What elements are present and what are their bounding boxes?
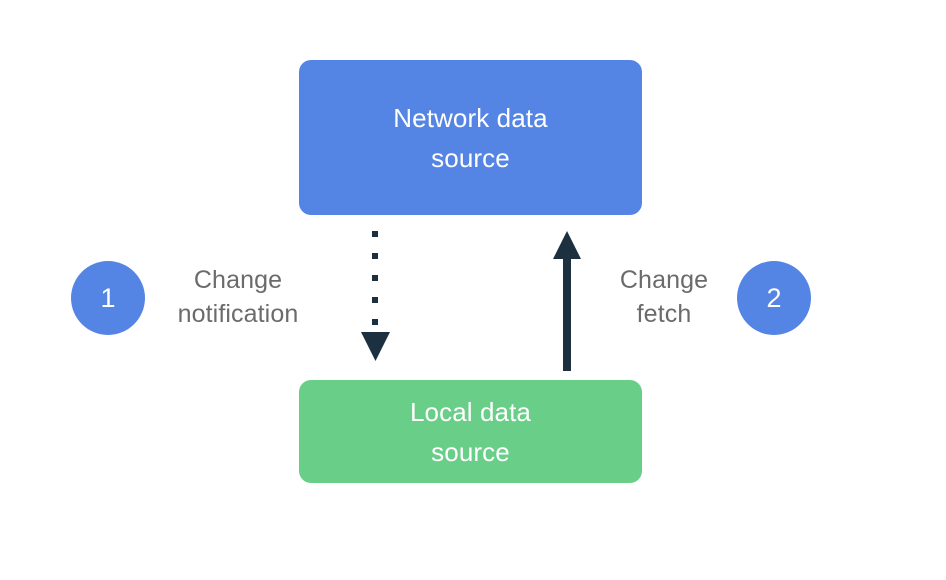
step-badge-2[interactable]: 2 xyxy=(737,261,811,335)
arrow-change-notification-dotted xyxy=(361,231,390,361)
arrow-shaft xyxy=(563,256,571,371)
arrow-change-fetch-solid xyxy=(553,231,581,371)
dotted-segment-icon xyxy=(372,231,378,237)
node-network-data-source[interactable]: Network data source xyxy=(299,60,642,215)
dotted-segment-icon xyxy=(372,253,378,259)
edge-label-change-fetch: Change fetch xyxy=(619,266,709,328)
arrowhead-up-icon xyxy=(553,231,581,259)
step-badge-1[interactable]: 1 xyxy=(71,261,145,335)
dotted-segment-icon xyxy=(372,275,378,281)
dotted-segment-icon xyxy=(372,297,378,303)
arrowhead-down-icon xyxy=(361,332,390,361)
node-local-data-source[interactable]: Local data source xyxy=(299,380,642,483)
edge-label-change-notification: Change notification xyxy=(177,266,299,328)
dotted-segment-icon xyxy=(372,319,378,325)
